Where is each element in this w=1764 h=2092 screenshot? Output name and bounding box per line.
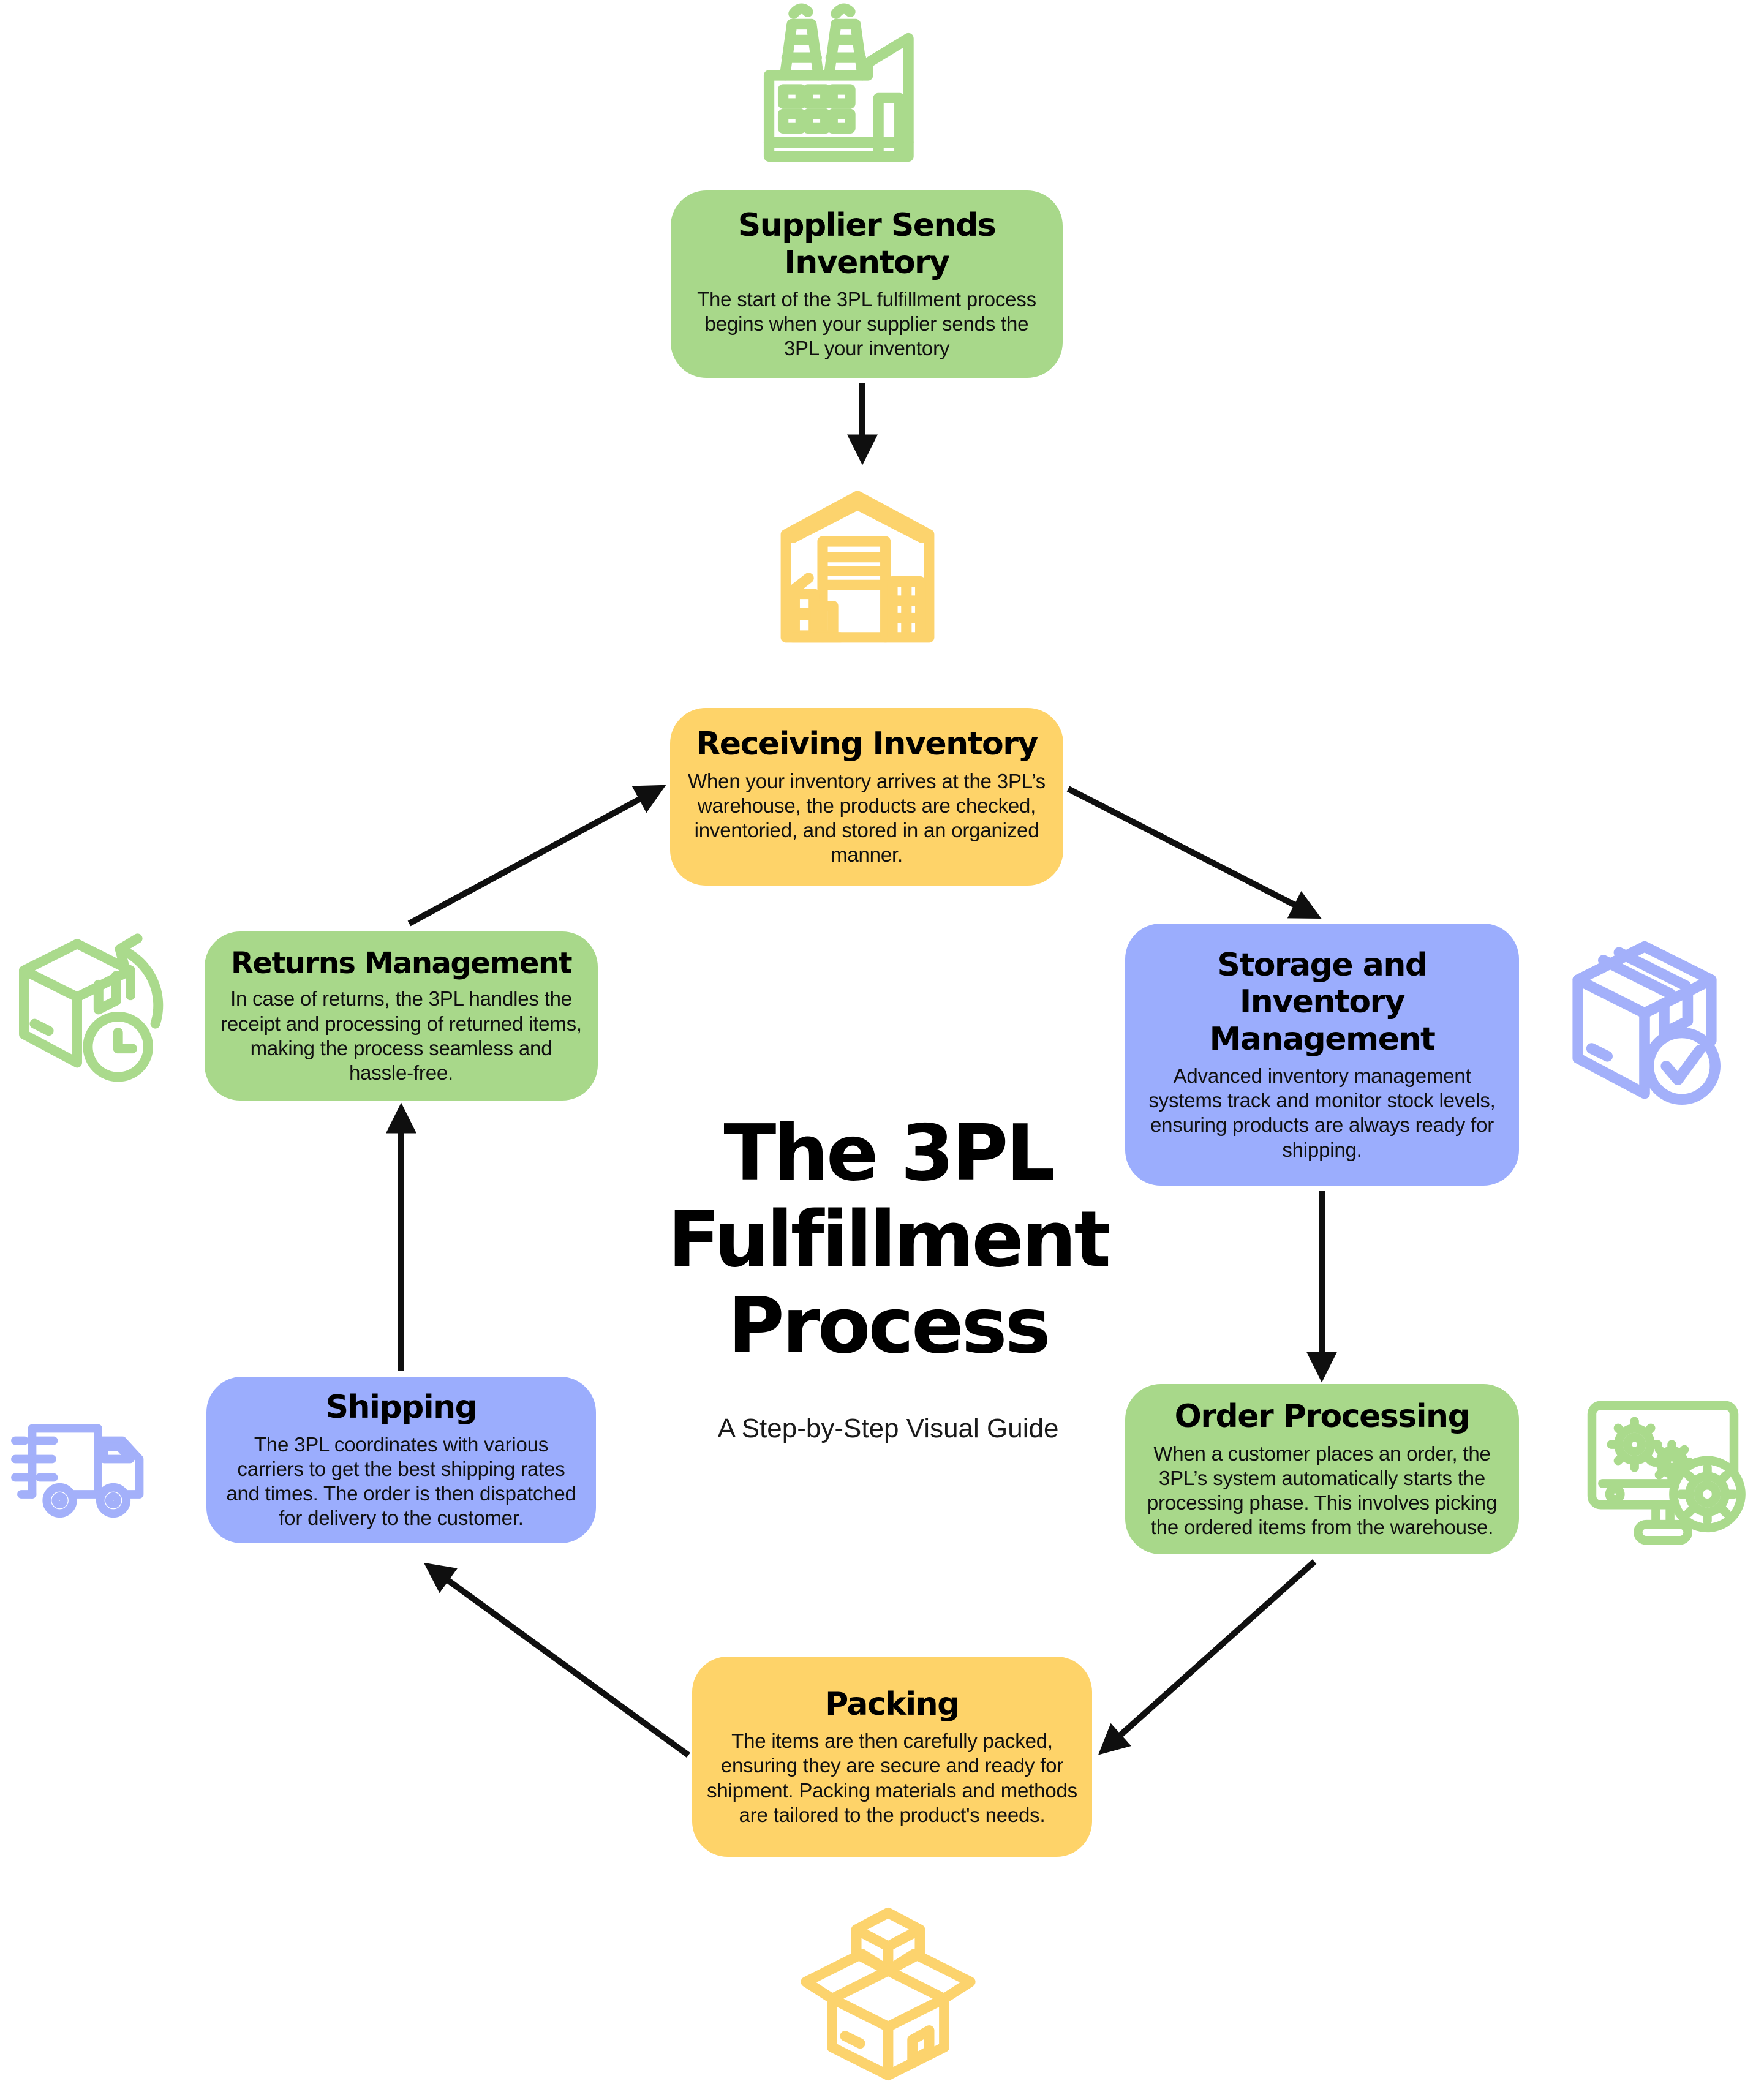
step-desc-supplier: The start of the 3PL fulfillment process… (697, 287, 1036, 360)
computer-gears-icon (1562, 1384, 1764, 1562)
step-desc-packing: The items are then carefully packed, ens… (707, 1729, 1077, 1826)
step-desc-shipping: The 3PL coordinates with various carrier… (226, 1432, 576, 1530)
step-box-shipping: Shipping The 3PL coordinates with variou… (206, 1377, 596, 1543)
arrow-order-to-packing (1098, 1559, 1317, 1755)
arrow-packing-to-shipping (423, 1562, 690, 1758)
step-title-supplier: Supplier Sends Inventory (737, 207, 997, 281)
warehouse-icon (769, 484, 946, 658)
returns-box-icon (6, 928, 184, 1105)
delivery-truck-icon (3, 1390, 175, 1543)
step-desc-storage: Advanced inventory management systems tr… (1148, 1064, 1496, 1161)
step-desc-receiving: When your inventory arrives at the 3PL’s… (688, 769, 1046, 867)
step-box-receiving: Receiving Inventory When your inventory … (670, 708, 1063, 886)
page-subtitle: A Step-by-Step Visual Guide (717, 1413, 1059, 1443)
arrow-receiving-to-storage (1066, 786, 1322, 919)
arrow-returns-to-receiving (407, 784, 666, 927)
step-title-returns: Returns Management (230, 946, 573, 980)
step-title-packing: Packing (825, 1685, 960, 1723)
factory-icon (744, 1, 928, 178)
step-box-storage: Storage and Inventory Management Advance… (1125, 924, 1519, 1186)
step-title-receiving: Receiving Inventory (696, 726, 1038, 763)
step-desc-order: When a customer places an order, the 3PL… (1147, 1442, 1498, 1539)
step-title-storage: Storage and Inventory Management (1209, 947, 1436, 1058)
page-title: The 3PL Fulfillment Process (668, 1108, 1111, 1371)
open-box-icon (790, 1902, 986, 2088)
step-title-shipping: Shipping (325, 1389, 478, 1426)
step-desc-returns: In case of returns, the 3PL handles the … (221, 987, 582, 1085)
step-box-packing: Packing The items are then carefully pac… (692, 1657, 1092, 1857)
step-box-returns: Returns Management In case of returns, t… (205, 931, 598, 1101)
step-title-order: Order Processing (1174, 1398, 1471, 1435)
box-check-icon (1547, 928, 1743, 1130)
step-box-supplier: Supplier Sends Inventory The start of th… (671, 190, 1063, 378)
step-box-order: Order Processing When a customer places … (1125, 1384, 1519, 1554)
